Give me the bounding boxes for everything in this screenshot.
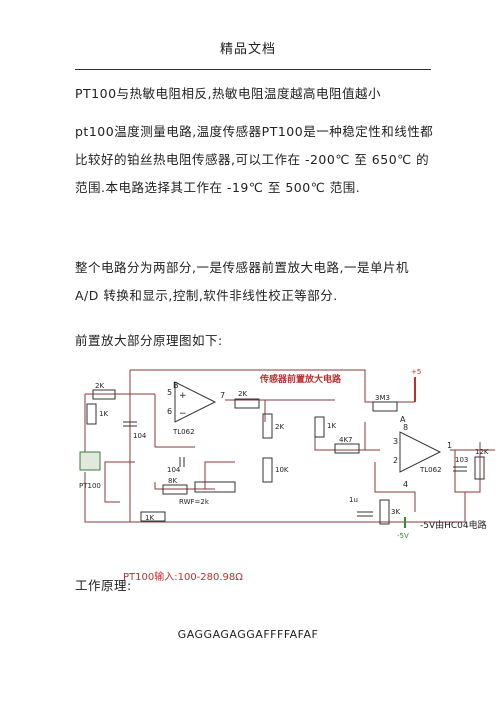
resistor-r-out1 [234, 398, 260, 409]
wire-ground [84, 472, 466, 523]
svg-text:+: + [179, 391, 187, 401]
pin-5: 5 [167, 388, 172, 397]
label-cap-1u: 1u [349, 496, 358, 504]
label-r-12k: 12K [475, 448, 489, 456]
label-r-vert1: 1K [99, 410, 108, 418]
wire-fb [154, 394, 195, 448]
label-r-feedback: 8K [168, 477, 177, 485]
opamp-1-label: TL062 [172, 428, 195, 436]
wire-pot [104, 461, 135, 503]
supply-note: -5V由HC04电路 [420, 519, 487, 531]
paragraph-pt100-intro: PT100与热敏电阻相反,热敏电阻温度越高电阻值越小 [75, 86, 382, 101]
footer-code: GAGGAGAGGAFFFFAFAF [177, 628, 319, 641]
label-r-v3: 10K [275, 466, 289, 474]
resistor-r-top2 [372, 401, 398, 412]
resistor-r-13 [140, 511, 166, 522]
resistor-r-in [92, 389, 116, 400]
opamp-2-label: TL062 [419, 466, 442, 474]
resistor-r-8 [379, 499, 390, 525]
label-r-v2: 2K [275, 423, 284, 431]
paragraph-circuit-parts: 整个电路分为两部分,一是传感器前置放大电路,一是单片机 A/D 转换和显示,控制… [75, 260, 409, 303]
page-header-title: 精品文档 [219, 42, 276, 57]
pin-7: 7 [220, 391, 225, 400]
svg-text:−: − [179, 409, 187, 419]
input-range-label: PT100输入:100-280.98Ω [123, 570, 243, 583]
resistor-r-v3 [262, 457, 273, 483]
label-pot: RWF=2k [179, 498, 210, 506]
chip-id: A [400, 415, 406, 424]
label-r-8: 3K [391, 508, 400, 516]
sensor-label: PT100 [79, 482, 101, 490]
resistor-r-47 [334, 443, 360, 454]
paragraph-schematic-intro: 前置放大部分原理图如下: [75, 333, 223, 348]
paragraph-measurement-circuit: pt100温度测量电路,温度传感器PT100是一种稳定性和线性都比较好的铂丝热电… [75, 124, 434, 195]
preamp-schematic: B 5 6 7 + − TL062 A 3 2 4 1 8 TL062 [79, 368, 495, 583]
resistor-r-v4 [314, 416, 325, 438]
resistor-r-vert1 [86, 403, 97, 425]
label-r-out1: 2K [238, 390, 247, 398]
pin-1: 1 [447, 441, 452, 450]
wire-cap [374, 462, 416, 512]
opamp-2: A 3 2 4 1 8 TL062 [393, 415, 452, 489]
resistor-r-v2 [262, 413, 273, 439]
opamp-1: B 5 6 7 + − TL062 [167, 381, 225, 436]
label-r-in: 2K [95, 382, 104, 390]
resistor-r-feedback [162, 484, 188, 495]
pin-2: 2 [393, 456, 398, 465]
wire-fb2 [154, 482, 215, 490]
header-rule [75, 69, 431, 70]
resistor-r-12k [474, 456, 485, 480]
label-cap-103: 103 [455, 456, 468, 464]
potentiometer [194, 481, 236, 493]
label-r-13: 1K [145, 514, 154, 522]
sensor-box [79, 451, 101, 471]
schematic-title: 传感器前置放大电路 [259, 373, 342, 385]
label-r-v4: 1K [327, 422, 336, 430]
pin-4: 4 [403, 480, 408, 489]
label-c1: 104 [167, 466, 181, 474]
svg-text:B: B [173, 381, 179, 390]
pos-supply-label: +5 [411, 368, 421, 376]
label-r-top2: 3M3 [375, 394, 390, 402]
label-c2: 104 [133, 432, 147, 440]
neg-supply-label: -5V [397, 532, 409, 540]
wire-c1 [204, 461, 235, 489]
paragraph-working-principle: 工作原理: [75, 578, 132, 593]
pin-8: 8 [403, 423, 408, 432]
pin-6: 6 [167, 407, 172, 416]
label-r-47: 4K7 [339, 436, 353, 444]
pin-3: 3 [393, 437, 398, 446]
